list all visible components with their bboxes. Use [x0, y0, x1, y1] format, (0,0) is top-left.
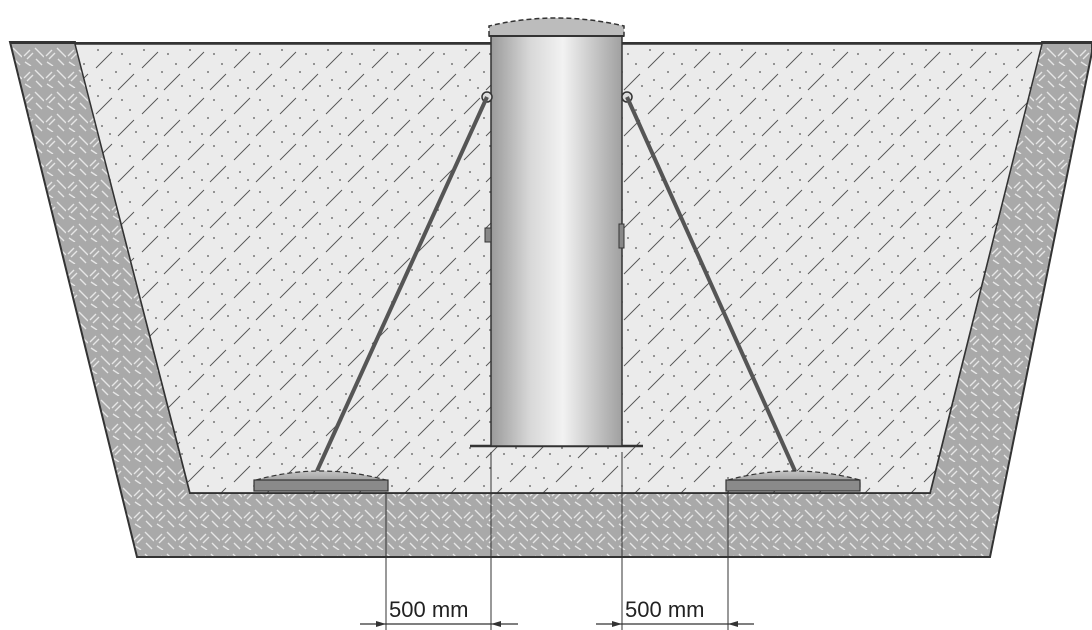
anchor-pad-right: [725, 470, 861, 492]
anchor-pad-left: [253, 470, 389, 492]
dimension-left: 500 mm: [360, 597, 518, 627]
tank-fitting-left: [484, 227, 492, 243]
tank-body: [490, 35, 623, 447]
tank-fitting-right: [618, 223, 625, 249]
anchor-strap-left: [315, 96, 489, 472]
dimension-label-right: 500 mm: [625, 597, 704, 622]
dimension-right: 500 mm: [596, 597, 754, 627]
anchor-strap-right: [625, 96, 797, 472]
dimension-label-left: 500 mm: [389, 597, 468, 622]
tank-dome: [488, 17, 625, 37]
